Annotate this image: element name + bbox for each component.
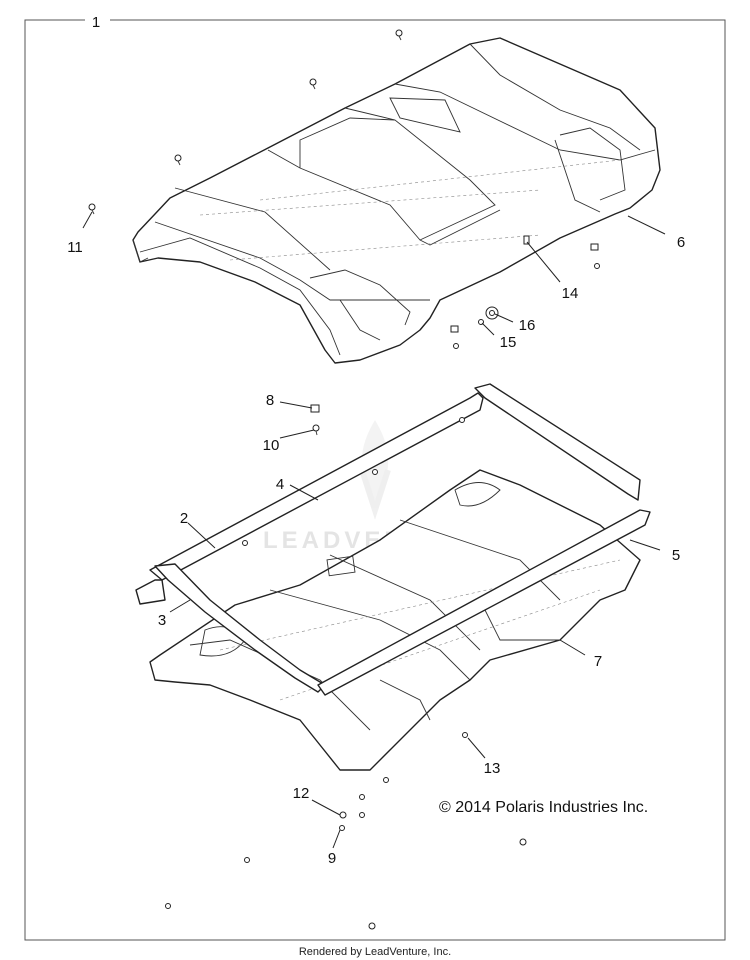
- callout-2: 2: [180, 510, 188, 527]
- footer-credit: Rendered by LeadVenture, Inc.: [299, 946, 451, 958]
- roof-fasteners: [88, 29, 600, 349]
- lower-fasteners: [165, 404, 527, 930]
- diagram-frame: [24, 19, 726, 941]
- callout-11: 11: [67, 239, 83, 256]
- rear-crossbar: [474, 383, 641, 501]
- callout-8: 8: [266, 392, 274, 409]
- headliner-panel: [149, 469, 641, 771]
- callout-14: 14: [562, 285, 579, 302]
- leader-lines: [82, 211, 666, 849]
- callout-12: 12: [293, 785, 310, 802]
- callout-1: 1: [92, 14, 100, 31]
- roof-top-panel: [132, 37, 661, 364]
- callout-7: 7: [594, 653, 602, 670]
- callout-15: 15: [500, 334, 517, 351]
- callout-13: 13: [484, 760, 501, 777]
- callout-9: 9: [328, 850, 336, 867]
- callout-3: 3: [158, 612, 166, 629]
- callout-4: 4: [276, 476, 284, 493]
- callout-16: 16: [519, 317, 536, 334]
- side-rail-frame: [135, 392, 484, 605]
- callout-6: 6: [677, 234, 685, 251]
- callout-10: 10: [263, 437, 280, 454]
- rear-bow: [317, 509, 651, 696]
- callout-5: 5: [672, 547, 680, 564]
- copyright-notice: © 2014 Polaris Industries Inc.: [439, 799, 648, 816]
